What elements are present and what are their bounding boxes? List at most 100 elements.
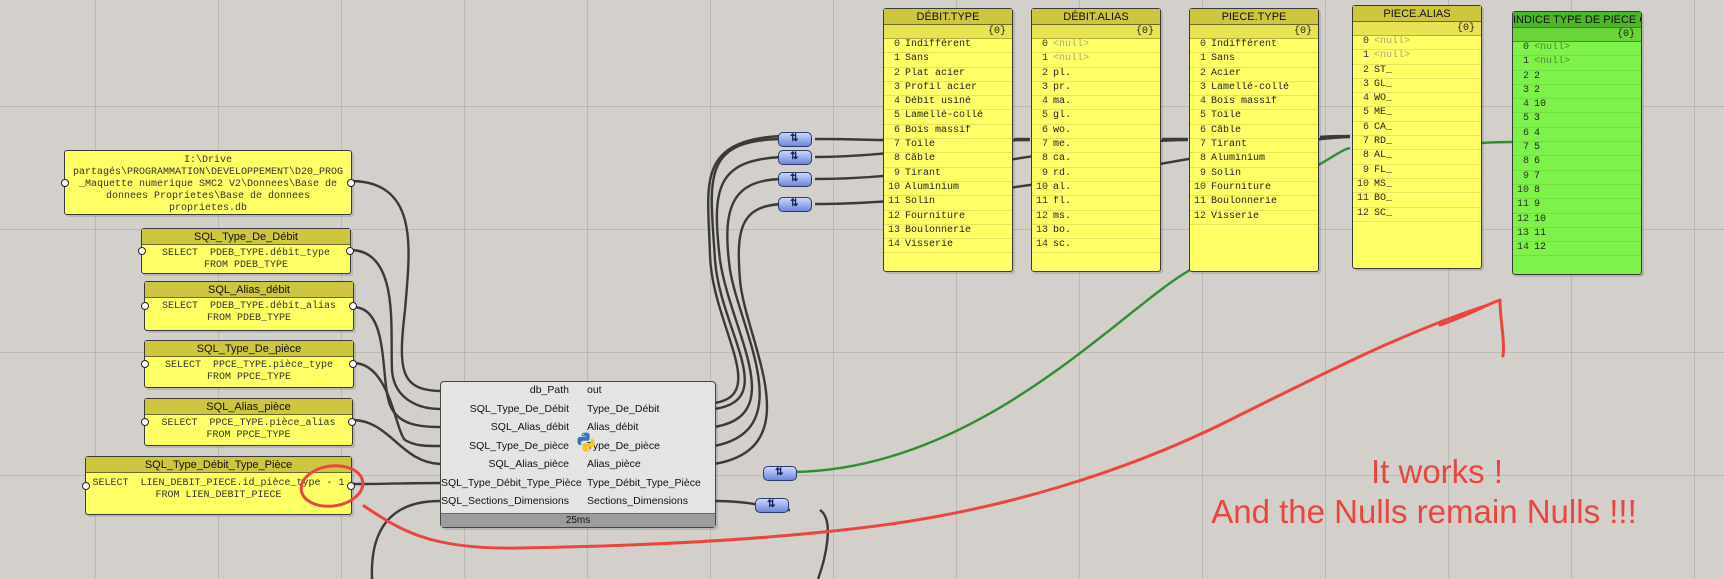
input-grip[interactable] (138, 247, 146, 255)
output-sections-dimensions[interactable]: Sections_Dimensions (587, 495, 688, 507)
list-item-index: 7 (893, 139, 900, 151)
list-item-index: 5 (1199, 110, 1206, 122)
list-item-index: 1 (1199, 53, 1206, 65)
list-item-value: 5 (1534, 142, 1541, 154)
list-item-value: Câble (1211, 124, 1242, 136)
output-alias-piece[interactable]: Alias_pièce (587, 458, 641, 470)
input-sql-sections-dimensions[interactable]: SQL_Sections_Dimensions (441, 495, 569, 507)
wire-path-to-dbpath (349, 179, 441, 393)
list-item-value: 4 (1534, 127, 1541, 139)
input-db-path[interactable]: db_Path (529, 384, 569, 396)
list-title: INDICE TYPE DE PIECE CO... (1513, 12, 1641, 28)
flatten-icon[interactable]: ⇅ (778, 132, 812, 147)
list-item-value: WO_ (1374, 93, 1393, 105)
output-grip[interactable] (347, 178, 355, 187)
list-item-value: <null> (1374, 36, 1411, 47)
list-item-value: Indifférent (1211, 39, 1278, 50)
input-sql-type-de-debit[interactable]: SQL_Type_De_Débit (469, 402, 569, 415)
output-grip[interactable] (347, 481, 355, 490)
input-grip[interactable] (141, 418, 149, 426)
output-out[interactable]: out (587, 384, 602, 396)
output-type-de-piece[interactable]: Type_De_pièce (587, 439, 660, 452)
list-item-index: 13 (887, 224, 900, 236)
flatten-icon[interactable]: ⇅ (763, 466, 797, 481)
list-item-value: Visserie (1211, 210, 1260, 222)
input-grip[interactable] (82, 481, 90, 490)
sql-type-debit-type-piece-panel[interactable]: SQL_Type_Débit_Type_Pièce SELECT LIEN_DE… (82, 456, 355, 515)
input-sql-alias-debit[interactable]: SQL_Alias_débit (490, 421, 569, 433)
flatten-icon[interactable]: ⇅ (778, 197, 812, 212)
sql-alias-piece-panel[interactable]: SQL_Alias_pièce SELECT PPCE_TYPE.pièce_a… (141, 398, 356, 446)
list-item-index: 6 (1041, 124, 1048, 136)
wire-sqltypedebit-to-input (349, 248, 441, 411)
input-sql-alias-piece[interactable]: SQL_Alias_pièce (488, 458, 569, 470)
flatten-icon[interactable]: ⇅ (778, 172, 812, 187)
output-grip[interactable] (346, 247, 354, 255)
input-grip[interactable] (141, 302, 149, 310)
output-type-debit-type-piece[interactable]: Type_Débit_Type_Pièce (587, 476, 701, 489)
input-grip[interactable] (141, 360, 149, 368)
list-panel-indice-type-piece[interactable]: INDICE TYPE DE PIECE CO... {0} 0<null>1<… (1512, 11, 1642, 275)
flatten-icon[interactable]: ⇅ (755, 498, 789, 513)
component-inputs: db_Path SQL_Type_De_Débit SQL_Alias_débi… (441, 384, 582, 514)
list-item-value: 7 (1534, 170, 1541, 182)
list-title: DÉBIT.TYPE (884, 9, 1012, 25)
list-item-value: Plat acier (905, 67, 966, 79)
sql-type-piece-panel[interactable]: SQL_Type_De_pièce SELECT PPCE_TYPE.pièce… (141, 340, 357, 388)
wire-green-to-indice (1481, 140, 1513, 145)
input-sql-type-debit-type-piece[interactable]: SQL_Type_Débit_Type_Pièce (441, 476, 582, 489)
list-item: 1<null> (1032, 53, 1160, 68)
list-item-value: Fourniture (1211, 181, 1272, 193)
flatten-icon[interactable]: ⇅ (778, 150, 812, 165)
list-item-index: 7 (1199, 139, 1206, 151)
component-outputs: out Type_De_Débit Alias_débit Type_De_pi… (581, 384, 715, 514)
wire-out4-to-piece-alias (713, 202, 783, 466)
python-script-component[interactable]: db_Path SQL_Type_De_Débit SQL_Alias_débi… (440, 381, 716, 528)
list-item-value: Tirant (905, 167, 942, 179)
list-item-value: Sans (1211, 53, 1236, 65)
output-grip[interactable] (349, 360, 357, 368)
list-path: {0} (884, 25, 1012, 39)
sql-type-debit-panel[interactable]: SQL_Type_De_Débit SELECT PDEB_TYPE.débit… (138, 228, 354, 274)
input-grip[interactable] (61, 178, 69, 187)
list-item-value: <null> (1053, 53, 1090, 65)
output-grip[interactable] (349, 302, 357, 310)
list-item-value: Lamellé-collé (1211, 81, 1290, 93)
output-type-de-debit[interactable]: Type_De_Débit (587, 402, 660, 415)
output-alias-debit[interactable]: Alias_débit (587, 421, 639, 433)
list-item-index: 6 (1522, 127, 1529, 139)
list-item-index: 9 (1362, 164, 1369, 176)
list-item-index: 12 (1193, 210, 1206, 222)
wire-green-to-piecetype (791, 268, 1191, 474)
input-sql-type-de-piece[interactable]: SQL_Type_De_pièce (469, 439, 569, 452)
list-item-value: <null> (1053, 39, 1090, 50)
list-item: 0<null> (1513, 42, 1641, 57)
output-grip[interactable] (348, 418, 356, 426)
path-panel[interactable]: I:\Drive partagés\PROGRAMMATION\DEVELOPP… (61, 150, 355, 215)
sql-alias-debit-panel[interactable]: SQL_Alias_débit SELECT PDEB_TYPE.débit_a… (141, 281, 357, 331)
